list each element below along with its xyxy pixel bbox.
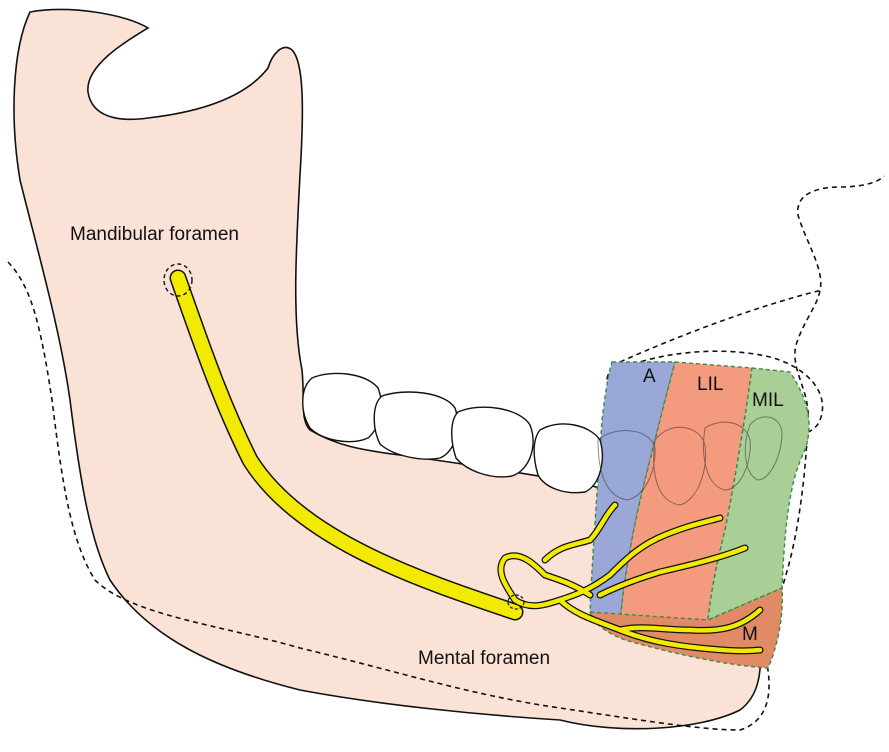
label-zone-a: A [643, 366, 656, 387]
soft-tissue-line [620, 290, 822, 362]
label-zone-mil: MIL [752, 390, 784, 411]
tooth-molar-2 [374, 392, 457, 459]
label-mandibular-foramen: Mandibular foramen [70, 224, 239, 245]
tooth-molar-1 [303, 373, 381, 441]
label-zone-lil: LIL [697, 374, 723, 395]
label-zone-m: M [742, 624, 758, 645]
tooth-premolar-2 [534, 424, 602, 493]
label-mental-foramen: Mental foramen [418, 648, 550, 669]
